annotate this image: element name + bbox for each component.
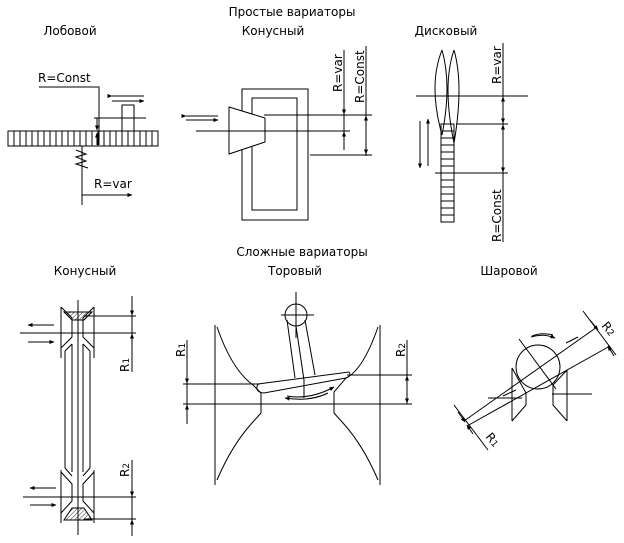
- frontal-variator: Лобовой R=Const R=var: [7, 24, 159, 205]
- conical-simple-title: Конусный: [242, 24, 305, 38]
- complex-variators-heading: Сложные вариаторы: [236, 245, 367, 259]
- disk-label-var: R=var: [490, 46, 504, 84]
- conical-simple-label-var: R=var: [331, 54, 345, 92]
- conical-simple-variator: Конусный R=var R=Const: [181, 24, 372, 221]
- conical-complex-label-r1: R1: [118, 358, 132, 372]
- ball-variator: Шаровой R1 R2: [453, 264, 617, 451]
- conical-complex-label-r2: R2: [118, 463, 132, 477]
- conical-complex-title: Конусный: [54, 264, 117, 278]
- ball-title: Шаровой: [480, 264, 537, 278]
- frontal-disc-hatching: [13, 131, 153, 146]
- toroidal-label-r2: R2: [394, 343, 408, 357]
- disk-title: Дисковый: [415, 24, 478, 38]
- conical-complex-variator: Конусный R1 R2: [20, 264, 136, 536]
- simple-variators-heading: Простые вариаторы: [229, 5, 356, 19]
- toroidal-label-r1: R1: [174, 343, 188, 357]
- toroidal-title: Торовый: [267, 264, 322, 278]
- frontal-label-const: R=Const: [38, 71, 91, 85]
- conical-simple-label-const: R=Const: [353, 50, 367, 103]
- disk-variator: Дисковый R=var R=Const: [415, 24, 528, 242]
- toroidal-variator: Торовый R1 R2: [174, 264, 412, 485]
- disk-label-const: R=Const: [490, 189, 504, 242]
- frontal-title: Лобовой: [43, 24, 96, 38]
- frontal-label-var: R=var: [94, 177, 132, 191]
